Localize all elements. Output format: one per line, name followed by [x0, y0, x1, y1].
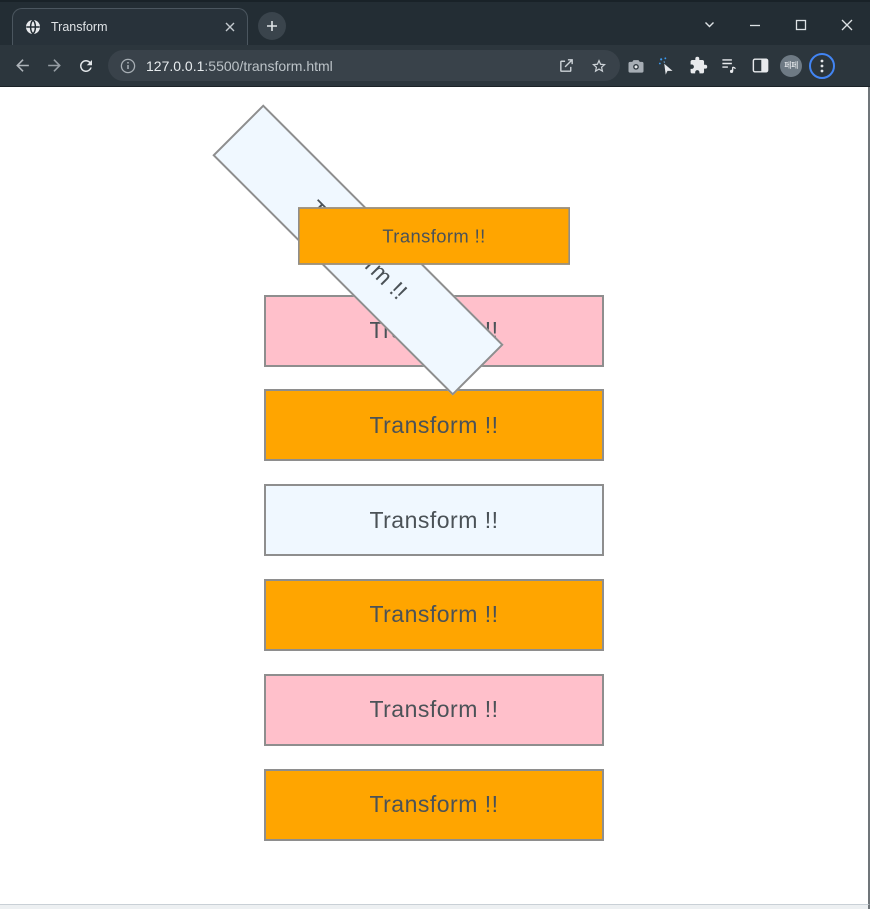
toolbar: 127.0.0.1:5500/transform.html [0, 45, 870, 87]
reload-button[interactable] [70, 50, 102, 82]
browser-menu-button[interactable] [809, 52, 835, 79]
omnibox-actions [558, 57, 608, 75]
page-content: Transform !! Transform !! Transform !! T… [0, 87, 870, 904]
globe-icon [25, 19, 41, 35]
media-controls-button[interactable] [714, 50, 744, 81]
close-window-button[interactable] [824, 4, 870, 45]
side-panel-button[interactable] [745, 50, 775, 81]
new-tab-button[interactable] [258, 12, 286, 40]
cursor-sparkle-icon [657, 56, 677, 76]
reload-icon [77, 57, 95, 75]
box-label: Transform !! [369, 506, 499, 533]
window-controls [686, 4, 870, 45]
minimize-icon [749, 19, 761, 31]
url-text: 127.0.0.1:5500/transform.html [146, 58, 333, 74]
camera-extension-button[interactable] [621, 50, 651, 81]
transform-box-5: Transform !! [264, 484, 604, 557]
window-bottom-edge [0, 904, 870, 909]
tab-transform[interactable]: Transform [12, 8, 248, 45]
camera-icon [626, 56, 646, 76]
maximize-icon [795, 19, 807, 31]
close-icon [841, 19, 853, 31]
box-label: Transform !! [369, 601, 499, 628]
back-button[interactable] [6, 50, 38, 82]
profile-avatar[interactable]: 페페 [780, 54, 802, 77]
tab-close-icon[interactable] [221, 18, 239, 36]
box-label: Transform !! [369, 411, 499, 438]
tab-search-button[interactable] [686, 4, 732, 45]
transform-box-6: Transform !! [264, 578, 604, 651]
minimize-button[interactable] [732, 4, 778, 45]
transform-box-stack: Transform !! Transform !! Transform !! T… [212, 87, 604, 841]
box-label: Transform !! [369, 791, 499, 818]
tab-strip: Transform [0, 0, 870, 45]
media-playlist-icon [720, 56, 739, 75]
cursor-extension-button[interactable] [652, 50, 682, 81]
info-icon[interactable] [120, 58, 136, 74]
kebab-menu-icon [820, 59, 824, 73]
transform-box-scaled: Transform !! [298, 206, 570, 265]
transform-box-8: Transform !! [264, 768, 604, 841]
share-icon[interactable] [558, 57, 575, 74]
address-bar[interactable]: 127.0.0.1:5500/transform.html [108, 50, 620, 81]
extensions-button[interactable] [683, 50, 713, 81]
transform-box-7: Transform !! [264, 673, 604, 746]
url-host: 127.0.0.1 [146, 57, 205, 74]
tab-title: Transform [51, 20, 108, 34]
box-label: Transform !! [369, 696, 499, 723]
back-icon [13, 56, 32, 75]
forward-icon [45, 56, 64, 75]
url-path: :5500/transform.html [204, 57, 333, 74]
box-label: Transform !! [382, 224, 486, 246]
puzzle-icon [689, 56, 708, 75]
plus-icon [266, 20, 278, 32]
star-icon[interactable] [590, 57, 608, 75]
side-panel-icon [751, 56, 770, 75]
transform-box-4: Transform !! [264, 389, 604, 462]
forward-button[interactable] [38, 50, 70, 82]
chevron-down-icon [703, 18, 716, 31]
maximize-button[interactable] [778, 4, 824, 45]
